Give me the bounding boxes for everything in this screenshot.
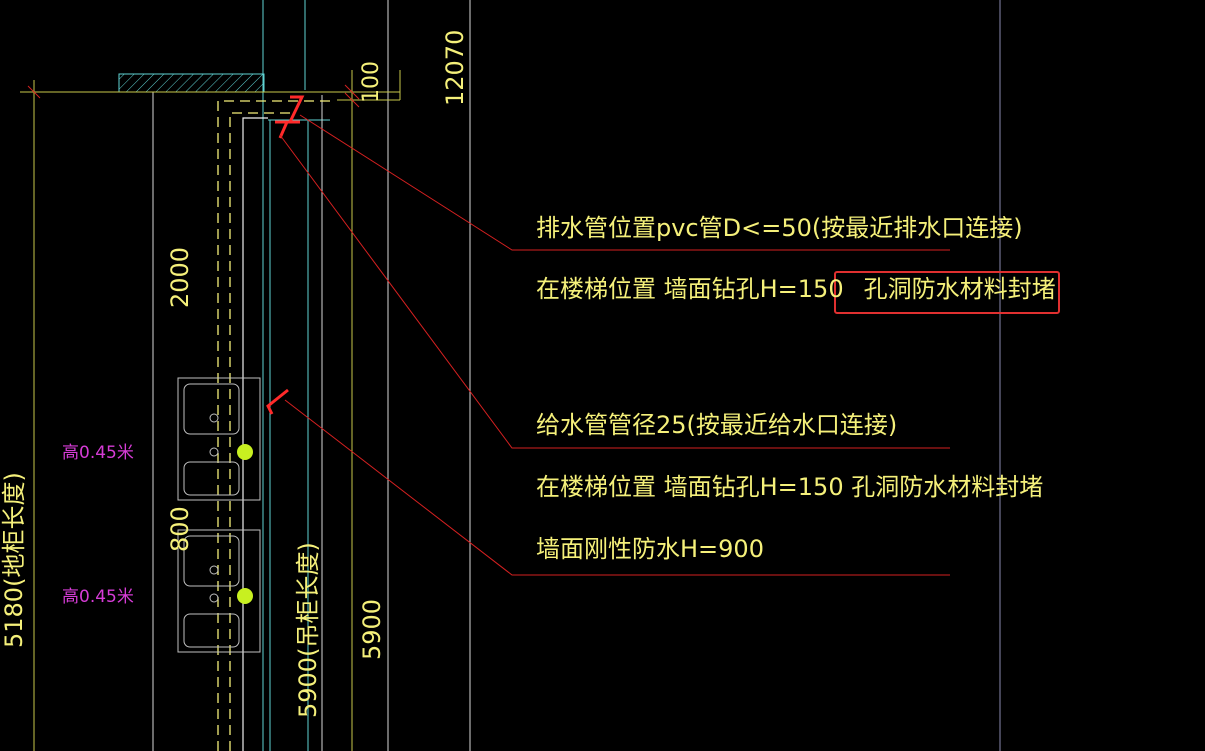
note-drain-hole: 在楼梯位置 墙面钻孔H=150 孔洞防水材料封堵 [536, 275, 1056, 303]
height-note: 高0.45米 [62, 443, 134, 463]
note-supply-pipe: 给水管管径25(按最近给水口连接) [536, 411, 897, 439]
supply-marker-icon [266, 388, 289, 415]
cabinet-lines [152, 0, 471, 751]
supply-points [237, 444, 253, 604]
sink-fixtures [177, 377, 261, 653]
leader-lines [279, 114, 950, 576]
dim-5900: 5900 [358, 599, 386, 660]
dim-100: 100 [359, 61, 384, 103]
pipe-marker-icons [266, 95, 305, 415]
dim-5180-label: 5180(地柜长度) [0, 472, 28, 648]
dim-800: 800 [166, 506, 194, 552]
drain-marker-icon [287, 95, 305, 124]
wall-lines [262, 0, 1001, 751]
dim-12070: 12070 [441, 30, 469, 106]
supply-pipe-run [242, 117, 268, 751]
supply-point-icon [237, 444, 253, 460]
drain-bend-icon [275, 120, 290, 139]
height-note: 高0.45米 [62, 587, 134, 607]
note-drain-hole-prefix: 在楼梯位置 墙面钻孔H=150 [536, 275, 844, 303]
supply-point-icon [237, 588, 253, 604]
dimension-lines [20, 70, 401, 751]
highlight-box [834, 271, 1060, 314]
note-supply-hole: 在楼梯位置 墙面钻孔H=150 孔洞防水材料封堵 [536, 473, 1043, 501]
drain-pipe-run [217, 100, 335, 751]
dim-2000: 2000 [166, 247, 194, 308]
hatched-slab [118, 73, 265, 93]
note-drain-pipe: 排水管位置pvc管D<=50(按最近排水口连接) [536, 214, 1023, 242]
dim-5900-label: 5900(吊柜长度) [294, 542, 322, 718]
note-drain-hole-highlight: 孔洞防水材料封堵 [864, 275, 1056, 303]
note-waterproof: 墙面刚性防水H=900 [536, 535, 764, 563]
